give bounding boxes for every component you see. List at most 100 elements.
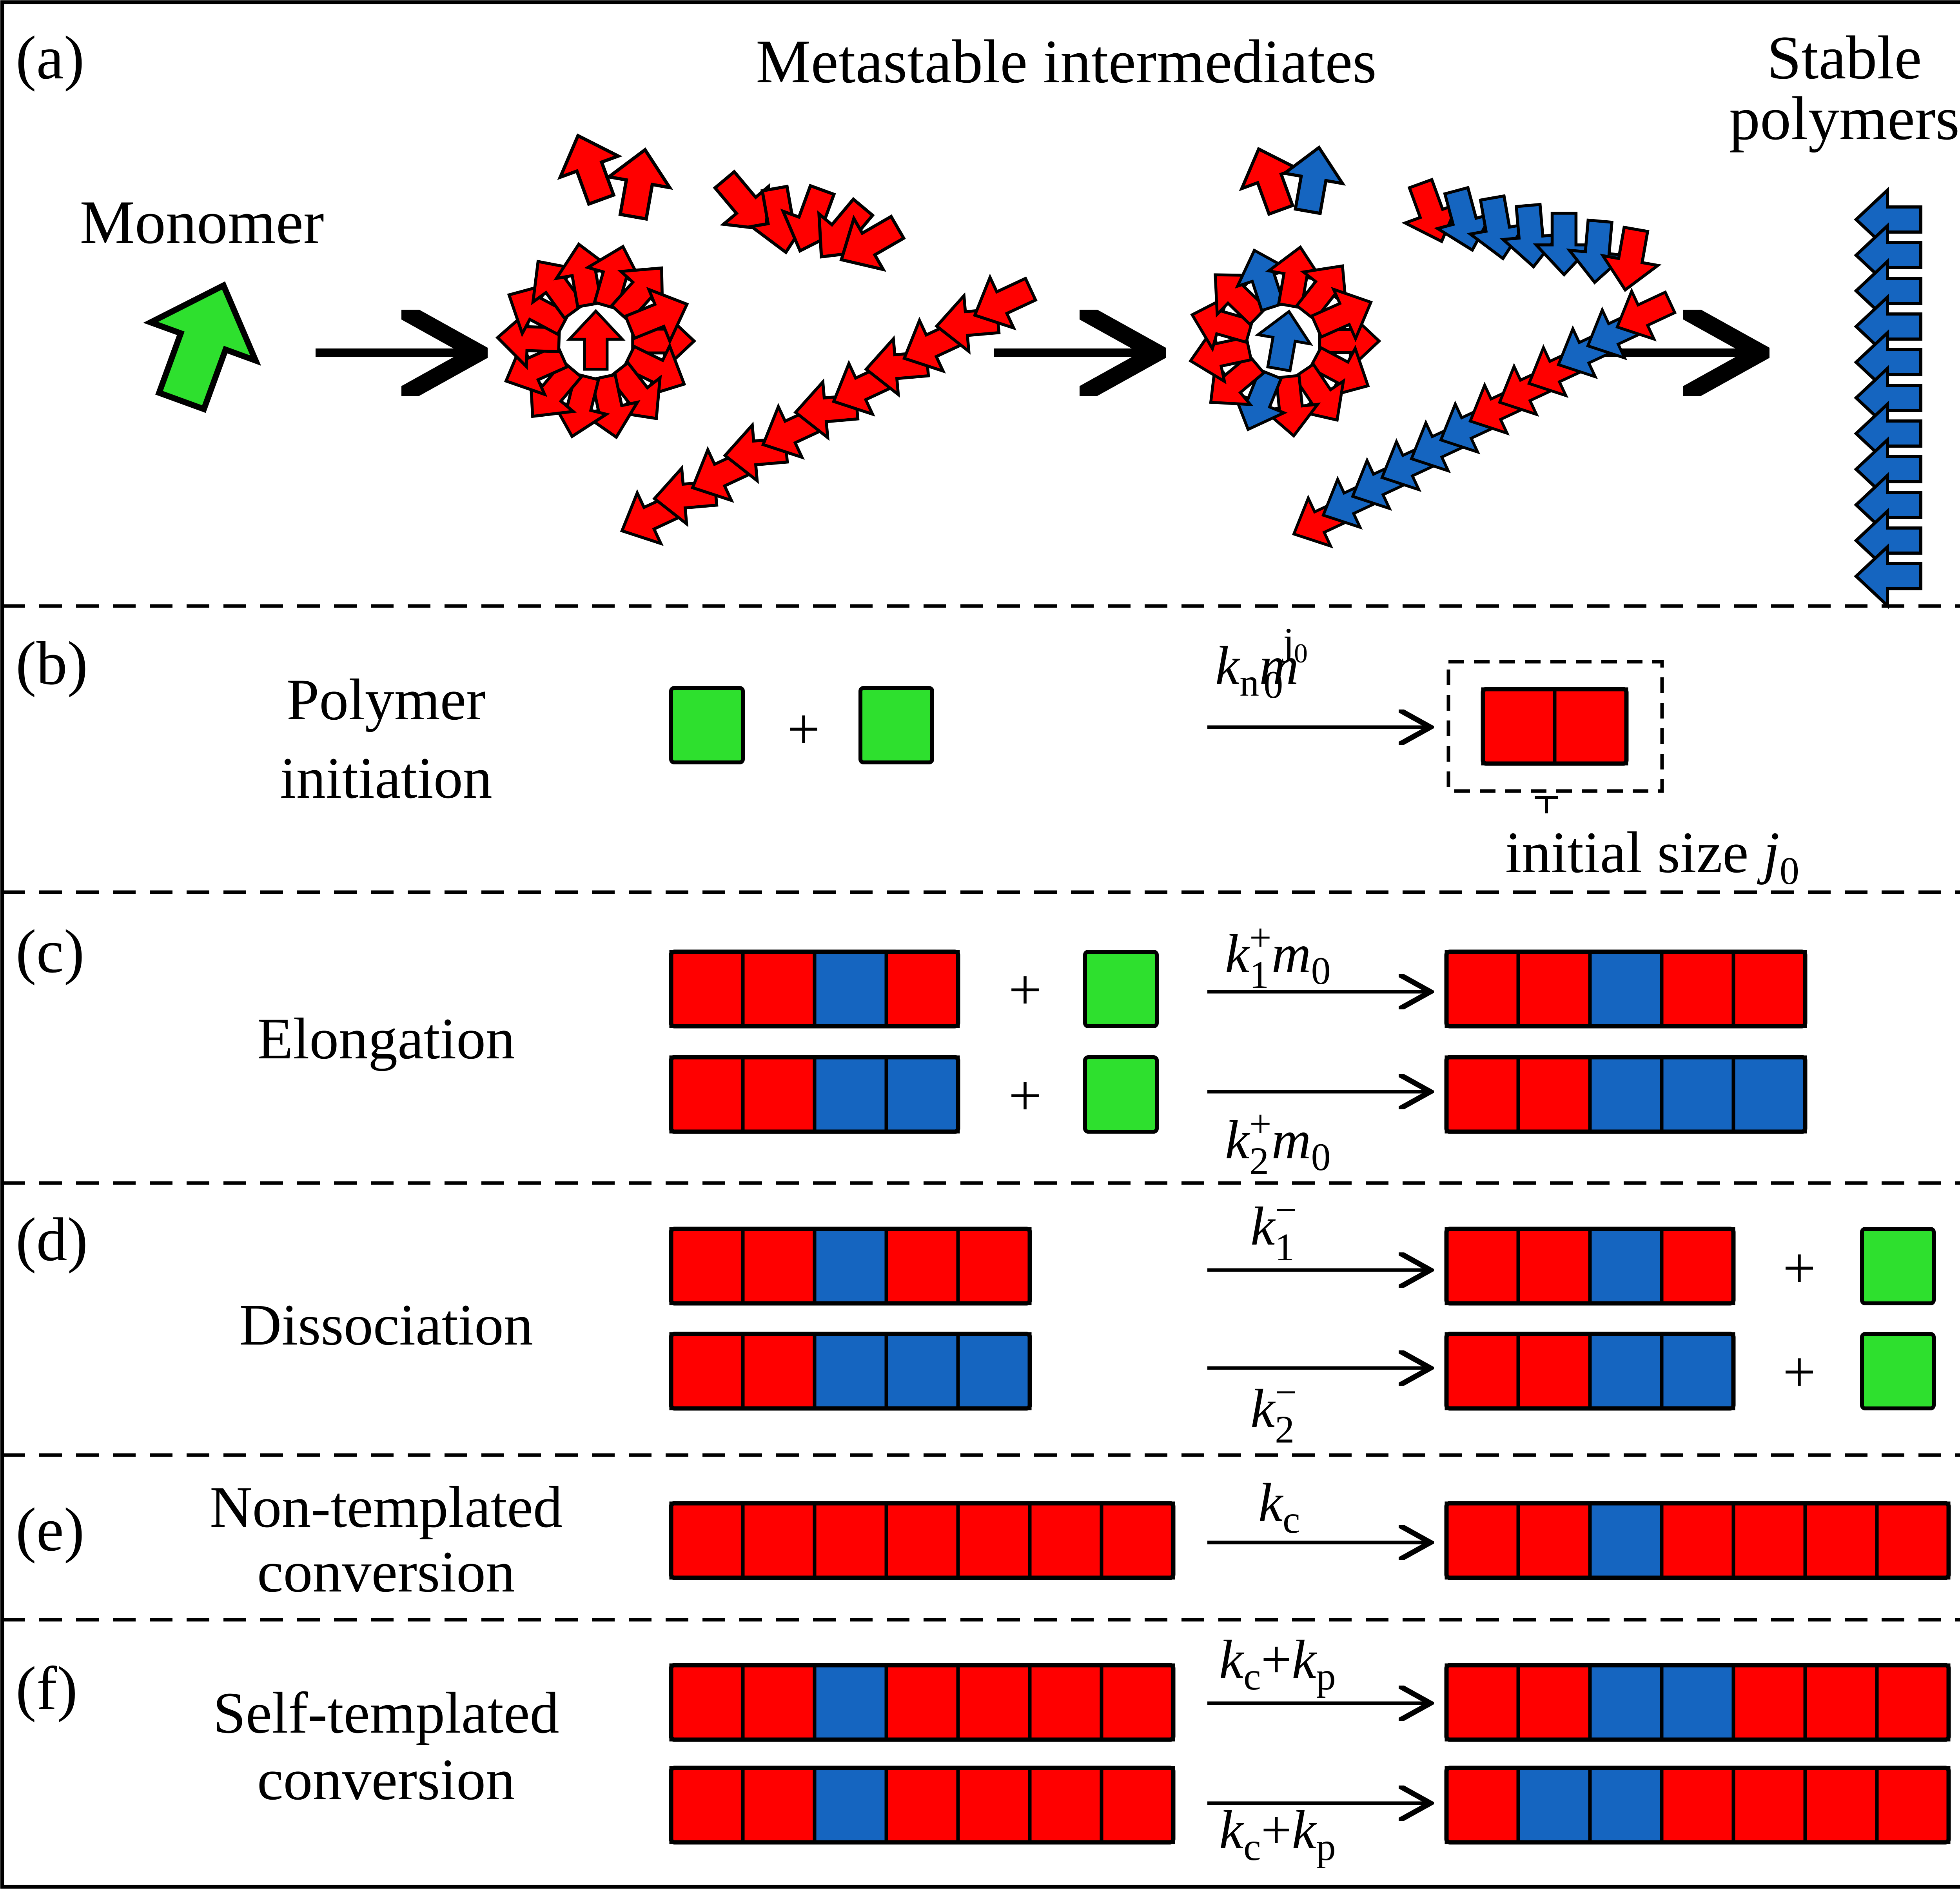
intermediates-stage1	[495, 125, 1042, 556]
intermediate-unit	[1731, 1501, 1807, 1580]
stable-arrow-icon	[1253, 307, 1315, 374]
intermediate-unit	[1803, 1663, 1879, 1742]
monomer-square	[1083, 950, 1159, 1028]
intermediate-unit	[1445, 950, 1520, 1028]
intermediate-unit	[669, 1663, 745, 1742]
intermediate-arrow-icon	[570, 311, 622, 370]
chain-outline	[1444, 1227, 1736, 1306]
intermediate-unit	[1731, 1766, 1807, 1844]
stable-unit	[1660, 1663, 1735, 1742]
intermediate-unit	[669, 1501, 745, 1580]
intermediate-unit	[1803, 1766, 1879, 1844]
panel-a: (a) Metastable intermediates Monomer Sta…	[16, 24, 1960, 606]
panel-e-name-line1: Non-templated	[210, 1475, 563, 1540]
stable-unit	[1588, 1332, 1664, 1410]
intermediate-unit	[956, 1227, 1032, 1305]
stable-unit	[813, 1766, 888, 1844]
rate-kc: kc	[1258, 1472, 1300, 1541]
initiation-reactant-2	[858, 686, 934, 764]
monomer-arrow-icon	[129, 267, 276, 420]
stable-label-line2: polymers	[1729, 84, 1960, 153]
rate-kc-plus-kp: kc+kp	[1219, 1629, 1336, 1698]
intermediate-unit	[1445, 1332, 1520, 1410]
stable-unit	[1660, 1055, 1735, 1134]
dissociation-reactant-2	[669, 1332, 1032, 1411]
intermediate-unit	[1028, 1663, 1103, 1742]
monomer-unit	[669, 686, 745, 764]
stable-unit	[1588, 1766, 1664, 1844]
intermediate-unit	[1028, 1766, 1103, 1844]
intermediate-unit	[1100, 1501, 1175, 1580]
chain-outline	[1444, 1055, 1808, 1134]
intermediate-unit	[741, 1501, 817, 1580]
panel-c: (c) Elongation + + k1+m0 k2+m0	[16, 916, 1808, 1183]
intermediate-unit	[1731, 1663, 1807, 1742]
initiation-reactant-1	[669, 686, 745, 764]
intermediate-unit	[1445, 1055, 1520, 1134]
elongation-reactant-2	[669, 1055, 960, 1134]
panel-e: (e) Non-templated conversion kc	[16, 1472, 1951, 1604]
monomer-unit	[1083, 1055, 1159, 1134]
panel-f-name-line1: Self-templated	[213, 1680, 559, 1746]
panel-c-name: Elongation	[257, 1006, 515, 1071]
intermediate-unit	[884, 1663, 960, 1742]
monomer-square	[1083, 1055, 1159, 1134]
intermediate-unit	[1516, 1501, 1592, 1580]
monomer-label: Monomer	[80, 188, 324, 257]
intermediate-unit	[741, 1663, 817, 1742]
stable-unit	[1588, 950, 1664, 1028]
intermediate-unit	[1660, 1766, 1735, 1844]
panel-b-label: (b)	[16, 629, 88, 698]
stable-polymer	[1856, 190, 1921, 606]
rate-k2-minus: k2−	[1250, 1370, 1297, 1451]
chain-outline	[1444, 1663, 1951, 1742]
stable-unit	[884, 1332, 960, 1410]
intermediate-unit	[1516, 1663, 1592, 1742]
stable-unit	[1588, 1501, 1664, 1580]
panel-f: (f) Self-templated conversion kc+kp kc+k…	[16, 1629, 1951, 1869]
stable-unit	[813, 1055, 888, 1134]
intermediate-unit	[669, 1227, 745, 1305]
chain-outline	[1444, 1766, 1951, 1845]
dissociation-reactant-1	[669, 1227, 1032, 1306]
panel-d-label: (d)	[16, 1205, 88, 1274]
intermediate-unit	[813, 1501, 888, 1580]
panel-f-name-line2: conversion	[257, 1747, 515, 1812]
intermediate-unit	[669, 1766, 745, 1844]
intermediate-unit	[669, 1055, 745, 1134]
templated-product-1	[1444, 1663, 1951, 1742]
intermediate-unit	[1028, 1501, 1103, 1580]
panel-f-label: (f)	[16, 1654, 78, 1723]
initial-size-bracket	[1535, 796, 1558, 813]
elongation-product-1	[1444, 949, 1808, 1029]
panel-a-title: Metastable intermediates	[756, 27, 1377, 96]
stable-unit	[1588, 1055, 1664, 1134]
panel-e-label: (e)	[16, 1495, 84, 1564]
intermediate-unit	[1660, 950, 1735, 1028]
intermediate-unit	[1660, 1227, 1735, 1305]
plus-sign: +	[1009, 957, 1042, 1022]
stable-arrow-icon	[1856, 547, 1921, 606]
intermediate-unit	[1445, 1501, 1520, 1580]
intermediate-unit	[669, 1332, 745, 1410]
rate-k2-plus-m0: k2+m0	[1225, 1102, 1331, 1183]
monomer-square	[1860, 1332, 1936, 1410]
panel-d: (d) Dissociation k1− k2− + +	[16, 1188, 1936, 1451]
intermediate-unit	[1660, 1501, 1735, 1580]
monomer-unit	[1083, 950, 1159, 1028]
intermediate-unit	[1516, 950, 1592, 1028]
stable-unit	[884, 1055, 960, 1134]
elongation-product-2	[1444, 1055, 1808, 1134]
chain-outline	[1444, 1332, 1736, 1411]
rate-kc-plus-kp: kc+kp	[1219, 1800, 1336, 1869]
panel-e-name-line2: conversion	[257, 1539, 515, 1604]
rate-kn-m0j0: knm0j0	[1215, 620, 1308, 706]
panel-b-name-line2: initiation	[280, 746, 492, 811]
plus-sign: +	[1783, 1236, 1816, 1301]
chain-outline	[669, 1663, 1176, 1742]
panel-d-name: Dissociation	[239, 1292, 533, 1357]
intermediate-unit	[741, 1766, 817, 1844]
intermediate-unit	[1731, 950, 1807, 1028]
dissociation-product-1	[1444, 1227, 1736, 1306]
